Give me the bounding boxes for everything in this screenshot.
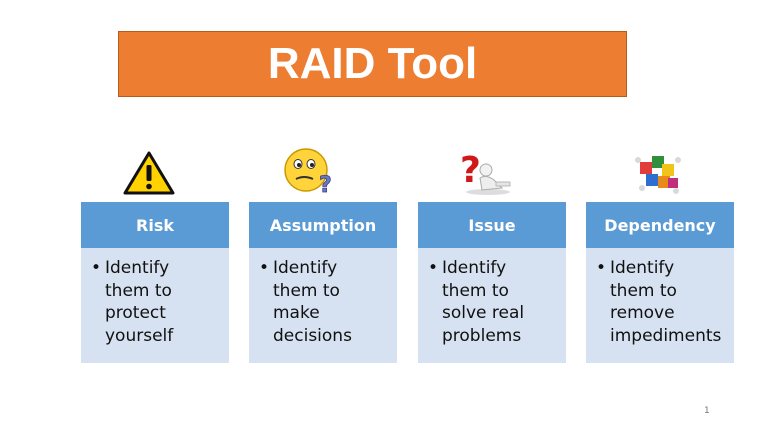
- issue-body: • Identify them to solve real problems: [418, 248, 566, 363]
- risk-body: • Identify them to protect yourself: [81, 248, 229, 363]
- issue-description: Identify them to solve real problems: [442, 258, 525, 346]
- title-banner: RAID Tool: [118, 31, 627, 97]
- dependency-header: Dependency: [586, 202, 734, 248]
- puzzle-people-icon: [632, 148, 684, 196]
- risk-header: Risk: [81, 202, 229, 248]
- bullet-marker: •: [596, 258, 607, 278]
- assumption-body: • Identify them to make decisions: [249, 248, 397, 363]
- assumption-header: Assumption: [249, 202, 397, 248]
- issue-header: Issue: [418, 202, 566, 248]
- page-number: 1: [704, 406, 710, 416]
- question-person-icon: ?: [458, 148, 514, 196]
- assumption-heading: Assumption: [269, 215, 377, 235]
- issue-heading: Issue: [468, 215, 516, 235]
- warning-icon: [122, 150, 176, 196]
- svg-text:?: ?: [319, 173, 332, 196]
- svg-text:?: ?: [460, 150, 481, 191]
- dependency-description: Identify them to remove impediments: [610, 258, 722, 346]
- risk-description: Identify them to protect yourself: [105, 258, 174, 346]
- assumption-description: Identify them to make decisions: [273, 258, 352, 346]
- risk-heading: Risk: [136, 215, 174, 235]
- slide-title: RAID Tool: [267, 39, 478, 88]
- bullet-marker: •: [91, 258, 102, 278]
- bullet-marker: •: [428, 258, 439, 278]
- dependency-heading: Dependency: [604, 215, 716, 235]
- dependency-body: • Identify them to remove impediments: [586, 248, 734, 363]
- confused-face-icon: ?: [283, 146, 335, 198]
- bullet-marker: •: [259, 258, 270, 278]
